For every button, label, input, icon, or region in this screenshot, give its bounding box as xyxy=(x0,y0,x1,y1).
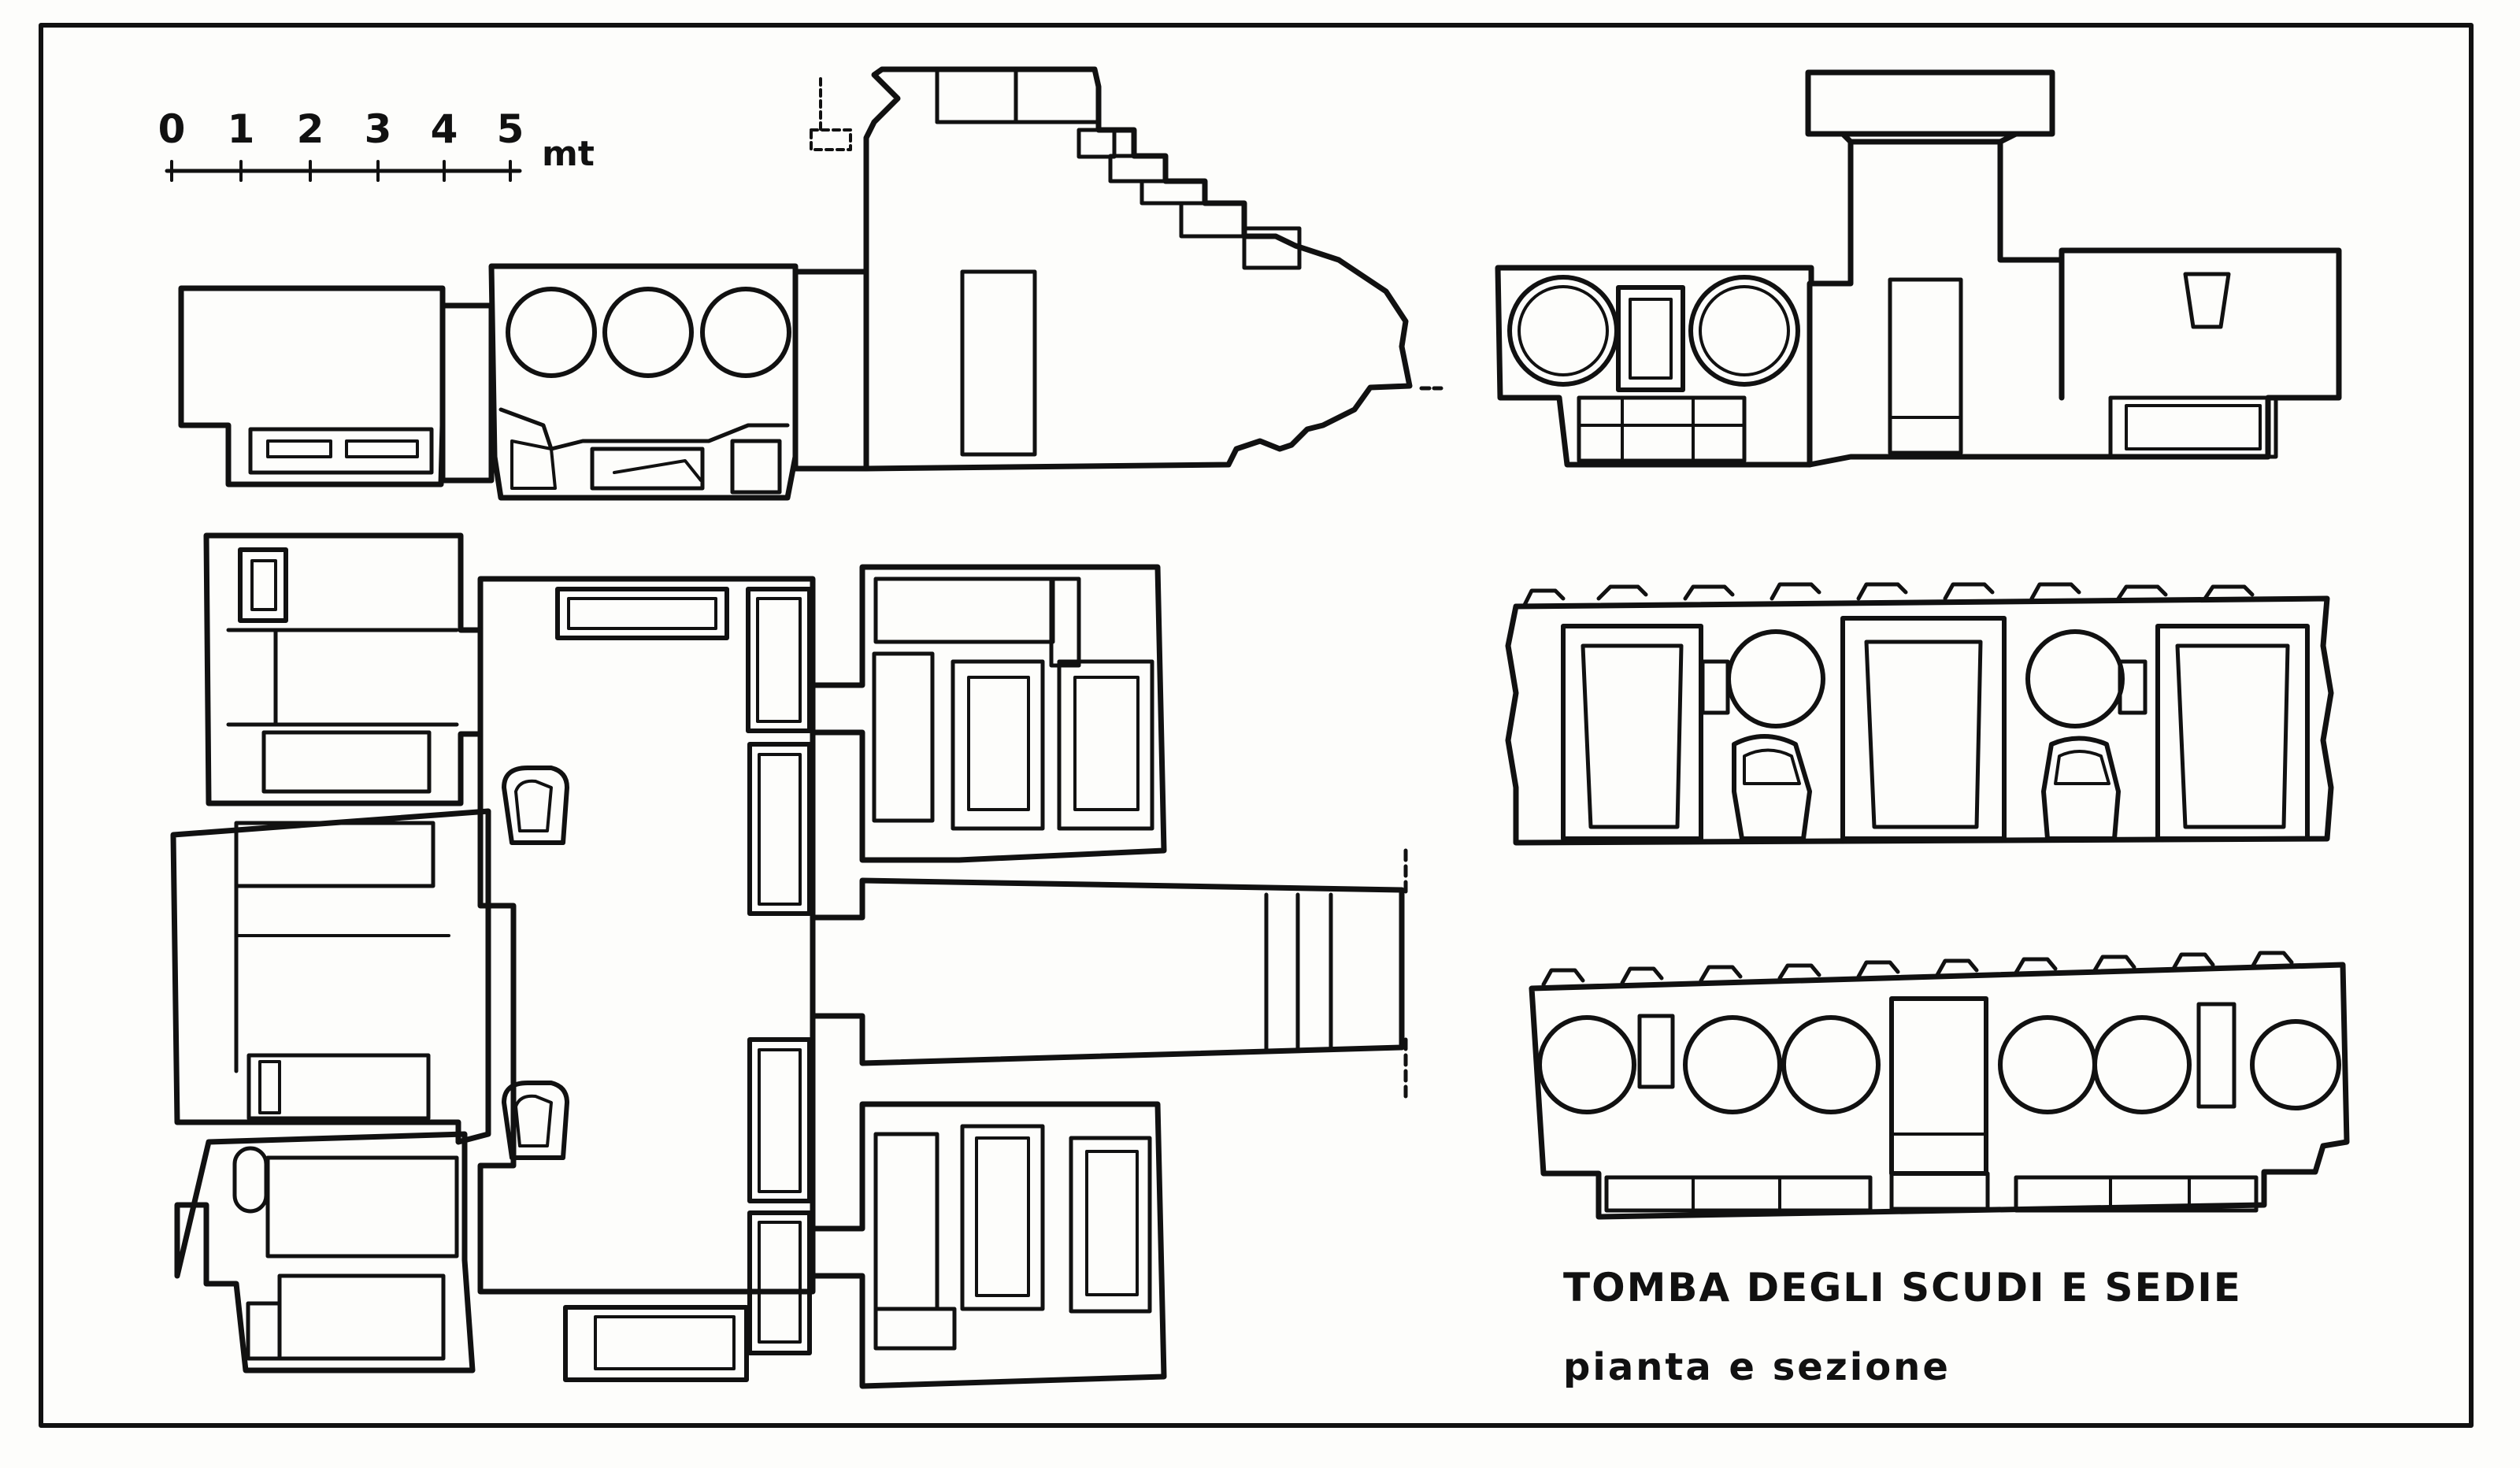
drawing-subtitle: pianta e sezione xyxy=(1563,1345,1951,1389)
scale-tick-2: 2 xyxy=(296,106,324,152)
section-chairs xyxy=(1505,582,2334,846)
cross-section-top-right xyxy=(1495,69,2342,468)
scale-tick-1: 1 xyxy=(227,106,255,152)
scale-bar xyxy=(165,160,522,182)
scale-tick-0: 0 xyxy=(158,106,186,152)
scale-tick-3: 3 xyxy=(364,106,392,152)
longitudinal-section-top-left xyxy=(178,66,1443,501)
scale-unit: mt xyxy=(542,134,595,174)
drawing-frame xyxy=(39,23,2474,1428)
section-shields xyxy=(1529,951,2350,1220)
floor-plan xyxy=(170,532,1408,1389)
scale-tick-5: 5 xyxy=(496,106,524,152)
scale-tick-4: 4 xyxy=(430,106,458,152)
drawing-title: TOMBA DEGLI SCUDI E SEDIE xyxy=(1563,1265,2242,1310)
